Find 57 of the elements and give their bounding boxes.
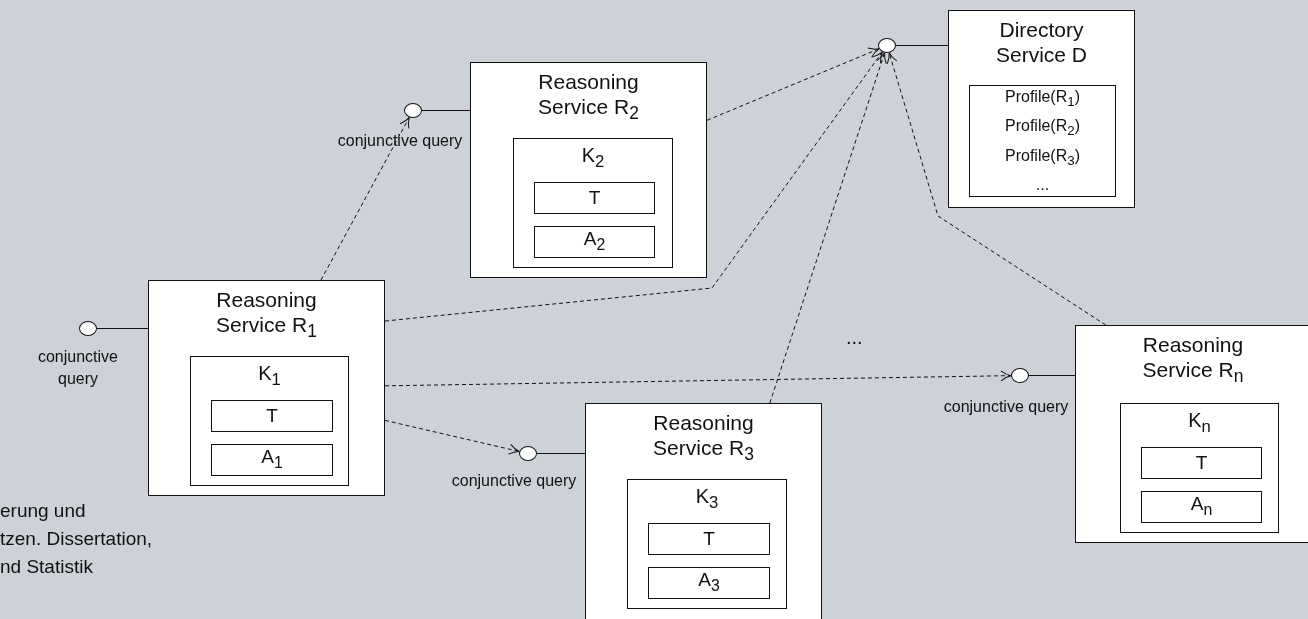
component-box — [1141, 491, 1262, 523]
knowledge-base-box — [190, 356, 349, 486]
connector-line — [536, 453, 586, 454]
component-box — [1141, 447, 1262, 479]
connector-line — [421, 110, 471, 111]
interface-label: conjunctive query — [942, 397, 1070, 417]
interface-label: conjunctive query — [450, 471, 578, 491]
interface-circle — [1011, 368, 1029, 383]
component-label: A$_{2}$ — [583, 228, 606, 255]
interface-circle — [878, 38, 896, 53]
component-box — [211, 444, 333, 476]
knowledge-base-title: K$_{n}$ — [1188, 408, 1211, 438]
service-title: Reasoning Service R$_{2}$ — [537, 69, 640, 126]
interface-circle — [79, 321, 97, 336]
component-box — [211, 400, 333, 432]
component-box — [648, 523, 770, 555]
service-box — [148, 280, 385, 496]
interface-circle — [404, 103, 422, 118]
service-box — [1075, 325, 1308, 543]
knowledge-base-title: K$_{2}$ — [581, 143, 605, 173]
service-box — [470, 62, 707, 278]
service-box — [948, 10, 1135, 208]
profile-entry: Profile(R$_{3}$) — [1005, 145, 1080, 170]
component-label: T — [588, 187, 601, 209]
profile-entry: ... — [1035, 174, 1050, 195]
component-box — [534, 182, 655, 214]
profile-entry: Profile(R$_{2}$) — [1005, 116, 1080, 141]
service-box — [585, 403, 822, 619]
knowledge-base-box — [1120, 403, 1279, 533]
citation-fragment: tzen. Dissertation, — [0, 528, 153, 550]
knowledge-base-title: K$_{1}$ — [258, 361, 281, 391]
connector-line — [96, 328, 149, 329]
ellipsis-label: ... — [846, 326, 863, 349]
component-box — [534, 226, 655, 258]
citation-fragment: erung und — [0, 500, 86, 522]
citation-fragment: nd Statistik — [0, 556, 93, 578]
interface-circle — [519, 446, 537, 461]
service-title: Directory Service D — [995, 17, 1088, 67]
service-title: Reasoning Service R$_{1}$ — [215, 287, 318, 344]
interface-label: conjunctive query — [36, 347, 119, 389]
component-label: T — [703, 528, 715, 550]
component-box — [648, 567, 770, 599]
connector-line — [1028, 375, 1076, 376]
component-label: A$_{n}$ — [1190, 493, 1213, 520]
connector-line — [895, 45, 949, 46]
knowledge-base-title: K$_{3}$ — [695, 484, 719, 514]
service-title: Reasoning Service R$_{n}$ — [1141, 332, 1245, 389]
component-label: A$_{3}$ — [698, 569, 720, 596]
component-label: A$_{1}$ — [261, 446, 283, 473]
knowledge-base-box — [513, 138, 673, 268]
component-label: T — [266, 405, 278, 427]
profile-list-box — [969, 85, 1116, 197]
service-title: Reasoning Service R$_{3}$ — [652, 410, 755, 467]
interface-label: conjunctive query — [336, 131, 464, 151]
knowledge-base-box — [627, 479, 787, 609]
component-label: T — [1195, 452, 1208, 474]
profile-entry: Profile(R$_{1}$) — [1005, 87, 1080, 112]
